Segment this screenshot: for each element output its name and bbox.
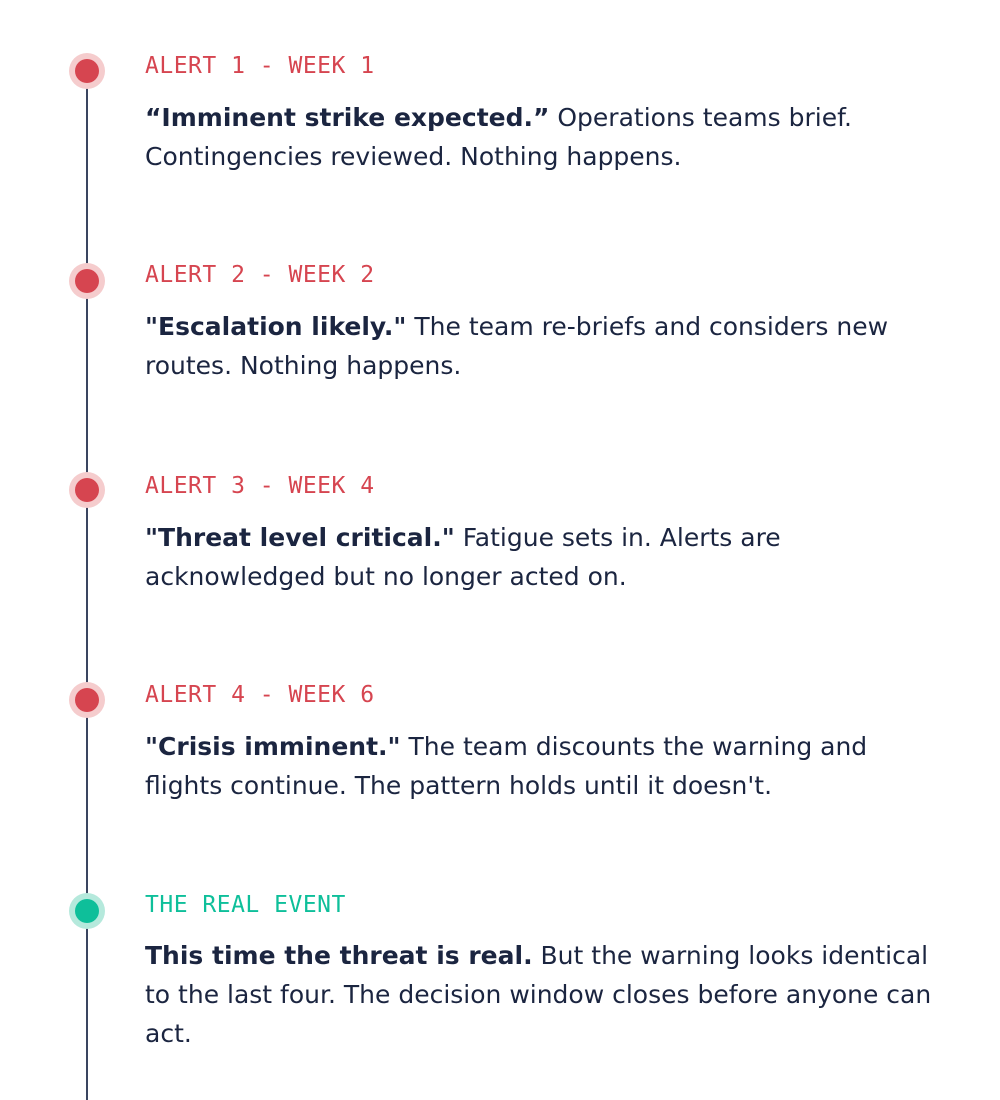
event-body: Operations teams brief. Contingencies re… bbox=[145, 103, 853, 171]
event-body: The team re-briefs and considers new rou… bbox=[145, 312, 889, 380]
event-label: ALERT 4 - WEEK 6 bbox=[145, 682, 375, 708]
event-description: "Crisis imminent." The team discounts th… bbox=[145, 727, 935, 805]
timeline-line bbox=[86, 70, 88, 1100]
event-body: But the warning looks identical to the l… bbox=[145, 941, 932, 1048]
event-headline: "Crisis imminent." bbox=[145, 732, 401, 761]
event-headline: "Escalation likely." bbox=[145, 312, 407, 341]
alert-marker-icon bbox=[69, 263, 105, 299]
event-body: The team discounts the warning and fligh… bbox=[145, 732, 868, 800]
alert-marker-icon bbox=[69, 472, 105, 508]
event-description: This time the threat is real. But the wa… bbox=[145, 936, 935, 1053]
event-description: "Escalation likely." The team re-briefs … bbox=[145, 307, 935, 385]
event-body: Fatigue sets in. Alerts are acknowledged… bbox=[145, 523, 781, 591]
event-label: ALERT 2 - WEEK 2 bbox=[145, 262, 375, 288]
event-headline: This time the threat is real. bbox=[145, 941, 533, 970]
event-label: ALERT 1 - WEEK 1 bbox=[145, 53, 375, 79]
event-headline: "Threat level critical." bbox=[145, 523, 455, 552]
event-description: “Imminent strike expected.” Operations t… bbox=[145, 98, 935, 176]
real-event-marker-icon bbox=[69, 893, 105, 929]
alert-marker-icon bbox=[69, 53, 105, 89]
event-label: ALERT 3 - WEEK 4 bbox=[145, 473, 375, 499]
event-headline: “Imminent strike expected.” bbox=[145, 103, 550, 132]
event-description: "Threat level critical." Fatigue sets in… bbox=[145, 518, 935, 596]
alert-marker-icon bbox=[69, 682, 105, 718]
event-label: THE REAL EVENT bbox=[145, 892, 346, 918]
